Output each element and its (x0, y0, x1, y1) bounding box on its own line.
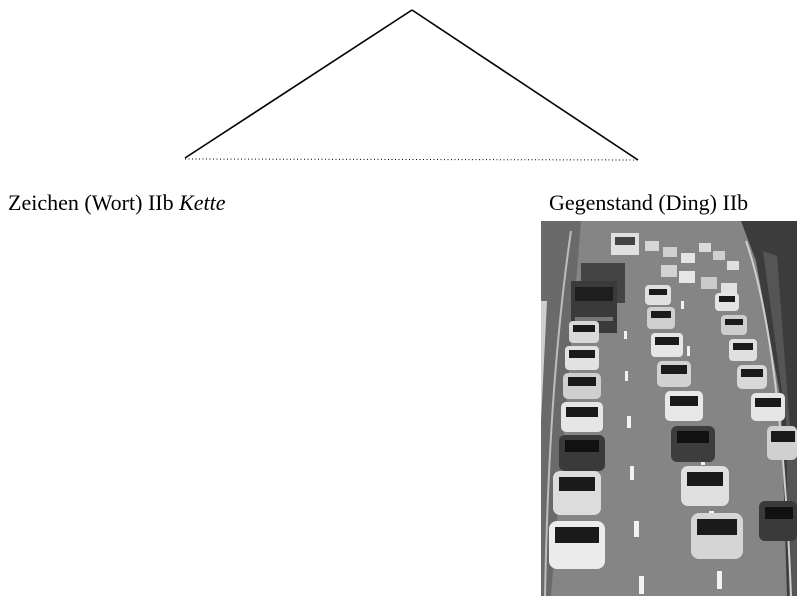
traffic-jam-image (541, 221, 797, 596)
triangle-left-side (184, 9, 413, 159)
sign-word-label: Zeichen (Wort) IIb Kette (8, 190, 226, 216)
semiotic-triangle (184, 9, 639, 161)
triangle-base-dotted (184, 158, 639, 161)
triangle-right-side (411, 9, 639, 161)
object-thing-label: Gegenstand (Ding) IIb (549, 190, 749, 215)
traffic-jam-photo (541, 221, 797, 596)
sign-label-word: Kette (179, 190, 226, 215)
sign-label-prefix: Zeichen (Wort) IIb (8, 190, 180, 215)
